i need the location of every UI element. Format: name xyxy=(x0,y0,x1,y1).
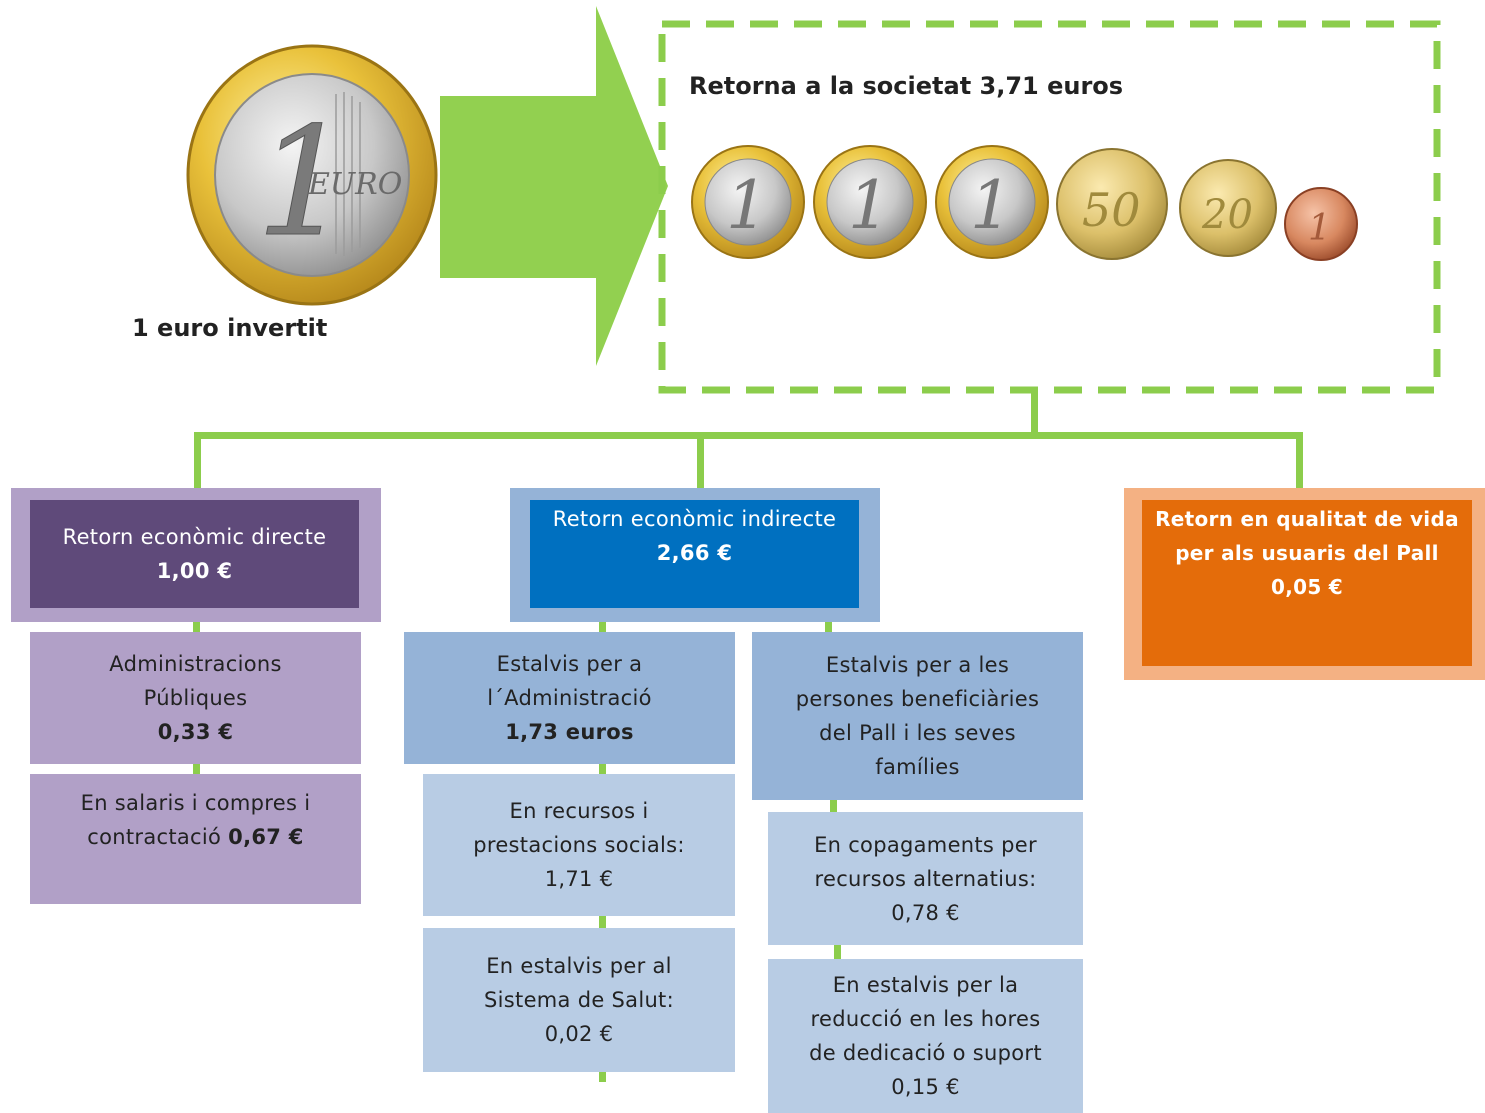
cent-50-coin-icon: 50 xyxy=(1056,148,1168,260)
svg-text:1: 1 xyxy=(970,167,1012,244)
salaries-box: En salaris i compres i contractació 0,67… xyxy=(30,774,361,904)
connector-indirect xyxy=(697,432,704,490)
connector-horizontal xyxy=(195,432,1303,439)
social-resources-box: En recursos i prestacions socials: 1,71 … xyxy=(423,774,735,916)
direct-return-title: Retorn econòmic directe xyxy=(62,525,327,549)
beneficiaries-line4: famílies xyxy=(875,755,960,779)
public-admin-line2: Públiques xyxy=(143,686,248,710)
svg-text:1: 1 xyxy=(1308,208,1331,249)
connector-right-sub2 xyxy=(834,945,841,959)
admin-savings-line2: l´Administració xyxy=(487,686,652,710)
connector-right-sub1 xyxy=(830,800,837,812)
euro-coin-icon-3: 1 xyxy=(935,145,1049,259)
indirect-return-amount: 2,66 € xyxy=(656,541,733,565)
svg-text:20: 20 xyxy=(1201,192,1253,238)
admin-savings-amount: 1,73 euros xyxy=(505,720,634,744)
quality-line2: per als usuaris del Pall xyxy=(1175,541,1439,565)
copayments-line2: recursos alternatius: xyxy=(814,866,1037,891)
returned-coins-icon: 1 1 1 50 20 1 xyxy=(691,145,1358,261)
quality-line1: Retorn en qualitat de vida xyxy=(1155,507,1459,531)
public-admin-box: Administracions Públiques 0,33 € xyxy=(30,632,361,764)
hours-reduction-amount: 0,15 € xyxy=(891,1075,960,1099)
returned-label: Retorna a la societat 3,71 euros xyxy=(689,72,1124,100)
social-resources-line2: prestacions socials: xyxy=(473,833,685,857)
cent-20-coin-icon: 20 xyxy=(1179,159,1277,257)
public-admin-amount: 0,33 € xyxy=(157,720,234,744)
direct-return-box: Retorn econòmic directe 1,00 € xyxy=(30,500,359,608)
cent-1-coin-icon: 1 xyxy=(1284,187,1358,261)
hours-reduction-line2: reducció en les hores xyxy=(810,1007,1041,1031)
connector-left-tail xyxy=(599,1072,606,1082)
beneficiaries-line2: persones beneficiàries xyxy=(795,687,1040,711)
big-coin-numeral: 1 xyxy=(256,96,351,270)
quality-return-box: Retorn en qualitat de vida per als usuar… xyxy=(1142,500,1472,666)
svg-text:50: 50 xyxy=(1082,183,1141,237)
connector-quality xyxy=(1296,432,1303,490)
connector-indirect-left xyxy=(599,620,606,632)
beneficiaries-line3: del Pall i les seves xyxy=(819,721,1016,745)
copayments-amount: 0,78 € xyxy=(891,900,960,925)
quality-amount: 0,05 € xyxy=(1270,575,1344,599)
health-system-amount: 0,02 € xyxy=(544,1022,614,1046)
connector-frame-down xyxy=(1031,390,1038,438)
admin-savings-line1: Estalvis per a xyxy=(496,652,643,676)
indirect-return-box: Retorn econòmic indirecte 2,66 € xyxy=(530,500,859,608)
salaries-line1: En salaris i compres i xyxy=(80,791,311,815)
direct-return-amount: 1,00 € xyxy=(156,559,233,583)
connector-left-sub1 xyxy=(599,764,606,776)
big-coin-word: EURO xyxy=(307,167,402,202)
euro-coin-icon-2: 1 xyxy=(813,145,927,259)
social-resources-line1: En recursos i xyxy=(509,799,649,823)
hours-reduction-line1: En estalvis per la xyxy=(832,973,1019,997)
admin-savings-box: Estalvis per a l´Administració 1,73 euro… xyxy=(404,632,735,764)
salaries-line2: contractació xyxy=(87,825,222,849)
beneficiaries-line1: Estalvis per a les xyxy=(825,653,1010,677)
connector-indirect-right xyxy=(825,620,832,632)
health-system-line2: Sistema de Salut: xyxy=(484,988,674,1012)
copayments-box: En copagaments per recursos alternatius:… xyxy=(768,812,1083,945)
svg-text:1: 1 xyxy=(848,167,890,244)
connector-direct-sub1 xyxy=(193,620,200,632)
invested-label: 1 euro invertit xyxy=(132,314,328,342)
svg-text:1: 1 xyxy=(726,167,768,244)
one-euro-coin-icon: 1 EURO xyxy=(186,44,438,306)
beneficiaries-box: Estalvis per a les persones beneficiàrie… xyxy=(752,632,1083,800)
connector-left-sub2 xyxy=(599,916,606,928)
health-system-line1: En estalvis per al xyxy=(486,954,672,978)
connector-direct-sub2 xyxy=(193,762,200,774)
social-resources-amount: 1,71 € xyxy=(544,867,614,891)
indirect-return-title: Retorn econòmic indirecte xyxy=(552,507,837,531)
salaries-amount: 0,67 € xyxy=(228,825,304,849)
euro-coin-icon-1: 1 xyxy=(691,145,805,259)
hours-reduction-box: En estalvis per la reducció en les hores… xyxy=(768,959,1083,1113)
copayments-line1: En copagaments per xyxy=(814,832,1037,857)
hours-reduction-line3: de dedicació o suport xyxy=(809,1041,1042,1065)
health-system-box: En estalvis per al Sistema de Salut: 0,0… xyxy=(423,928,735,1072)
connector-direct xyxy=(194,432,201,490)
public-admin-line1: Administracions xyxy=(109,652,282,676)
arrow-right-icon xyxy=(440,6,668,366)
